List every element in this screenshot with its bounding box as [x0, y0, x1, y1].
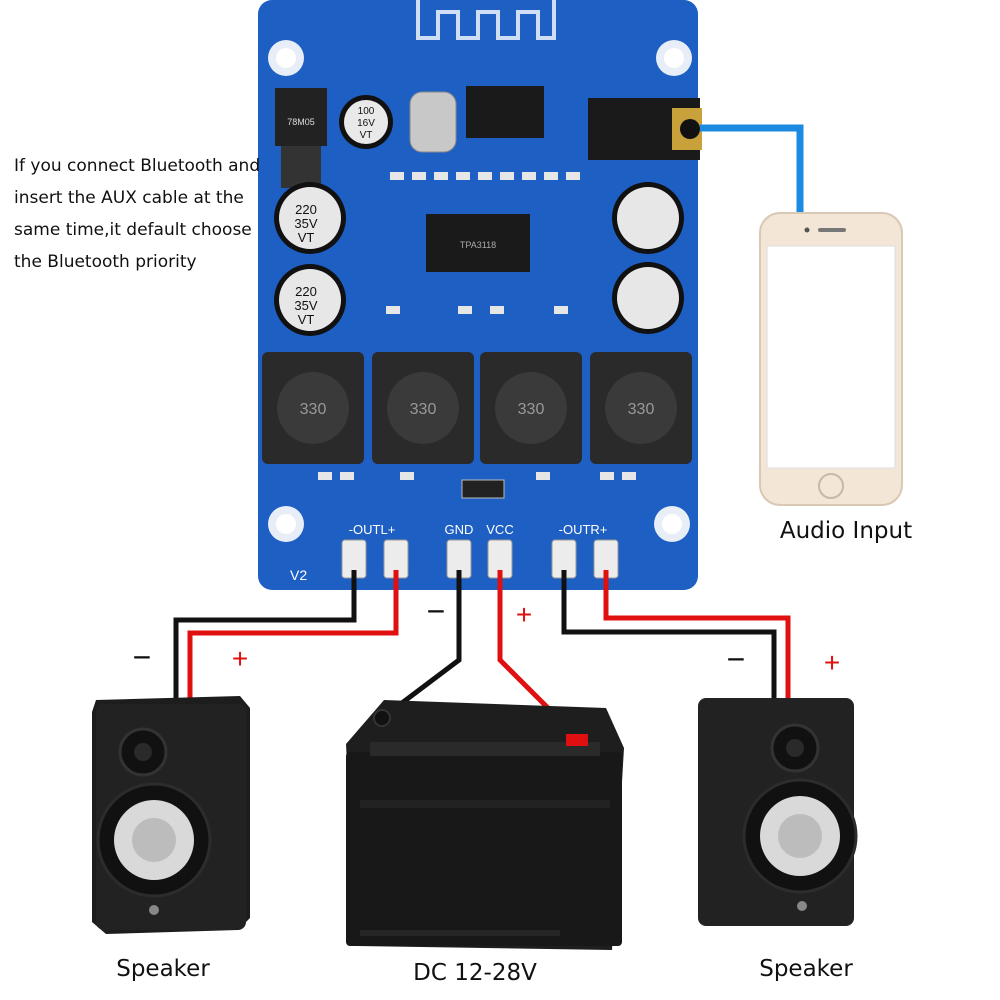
crystal: [409, 91, 457, 153]
aux-cable: [700, 124, 804, 215]
sign-right-plus: +: [824, 647, 840, 678]
wire-gnd: [380, 570, 462, 720]
aux-jack: [588, 98, 702, 160]
svg-text:330: 330: [300, 401, 327, 418]
svg-text:VT: VT: [298, 230, 315, 245]
speaker-left: [92, 696, 250, 934]
inductors: 330 330 330 330: [262, 352, 692, 464]
board-version: V2: [290, 567, 307, 583]
sign-right-minus: −: [727, 641, 746, 677]
caption-power: DC 12-28V: [413, 960, 537, 986]
bluetooth-priority-note: If you connect Bluetooth and insert the …: [14, 156, 261, 272]
wires: [173, 570, 791, 740]
battery: [346, 700, 624, 950]
svg-text:35V: 35V: [294, 298, 317, 313]
svg-text:100: 100: [358, 106, 375, 117]
bluetooth-chip: [466, 86, 544, 138]
antenna-trace: [416, 0, 556, 40]
caption-speaker-right: Speaker: [759, 956, 853, 982]
diode: [461, 479, 505, 499]
phone: [759, 212, 903, 506]
svg-text:330: 330: [410, 401, 437, 418]
mounting-holes: [268, 40, 692, 542]
capacitors-large: 220 35V VT 220 35V VT: [274, 182, 684, 336]
label-outr: -OUTR+: [559, 522, 608, 537]
speaker-right: [698, 698, 858, 926]
regulator-label: 78M05: [287, 117, 315, 127]
label-outl: -OUTL+: [349, 522, 396, 537]
sign-left-minus: −: [133, 639, 152, 675]
wire-right-positive: [603, 570, 791, 700]
battery-positive-terminal: [566, 734, 588, 746]
capacitor-small: 100 16V VT: [339, 95, 393, 149]
wire-right-negative: [561, 570, 777, 700]
sign-gnd-minus: −: [427, 593, 446, 629]
svg-text:220: 220: [295, 202, 317, 217]
voltage-regulator: 78M05: [275, 88, 327, 188]
svg-text:220: 220: [295, 284, 317, 299]
sign-left-plus: +: [232, 643, 248, 674]
svg-text:VT: VT: [360, 130, 373, 141]
sign-vcc-plus: +: [516, 599, 532, 630]
svg-text:TPA3118: TPA3118: [460, 240, 496, 250]
caption-audio-input: Audio Input: [780, 518, 912, 544]
svg-text:VT: VT: [298, 312, 315, 327]
label-gnd: GND: [445, 522, 474, 537]
home-button: [818, 473, 844, 499]
label-vcc: VCC: [486, 522, 513, 537]
amplifier-board: 78M05 100 16V VT TPA3118 220 35V: [258, 0, 702, 590]
amplifier-chip: TPA3118: [426, 214, 530, 272]
svg-text:35V: 35V: [294, 216, 317, 231]
wire-left-negative: [173, 570, 357, 700]
svg-text:330: 330: [518, 401, 545, 418]
smd-components: [318, 172, 636, 480]
svg-text:16V: 16V: [357, 118, 375, 129]
caption-speaker-left: Speaker: [116, 956, 210, 982]
svg-text:330: 330: [628, 401, 655, 418]
wire-left-positive: [187, 570, 399, 700]
battery-negative-terminal: [373, 709, 391, 727]
